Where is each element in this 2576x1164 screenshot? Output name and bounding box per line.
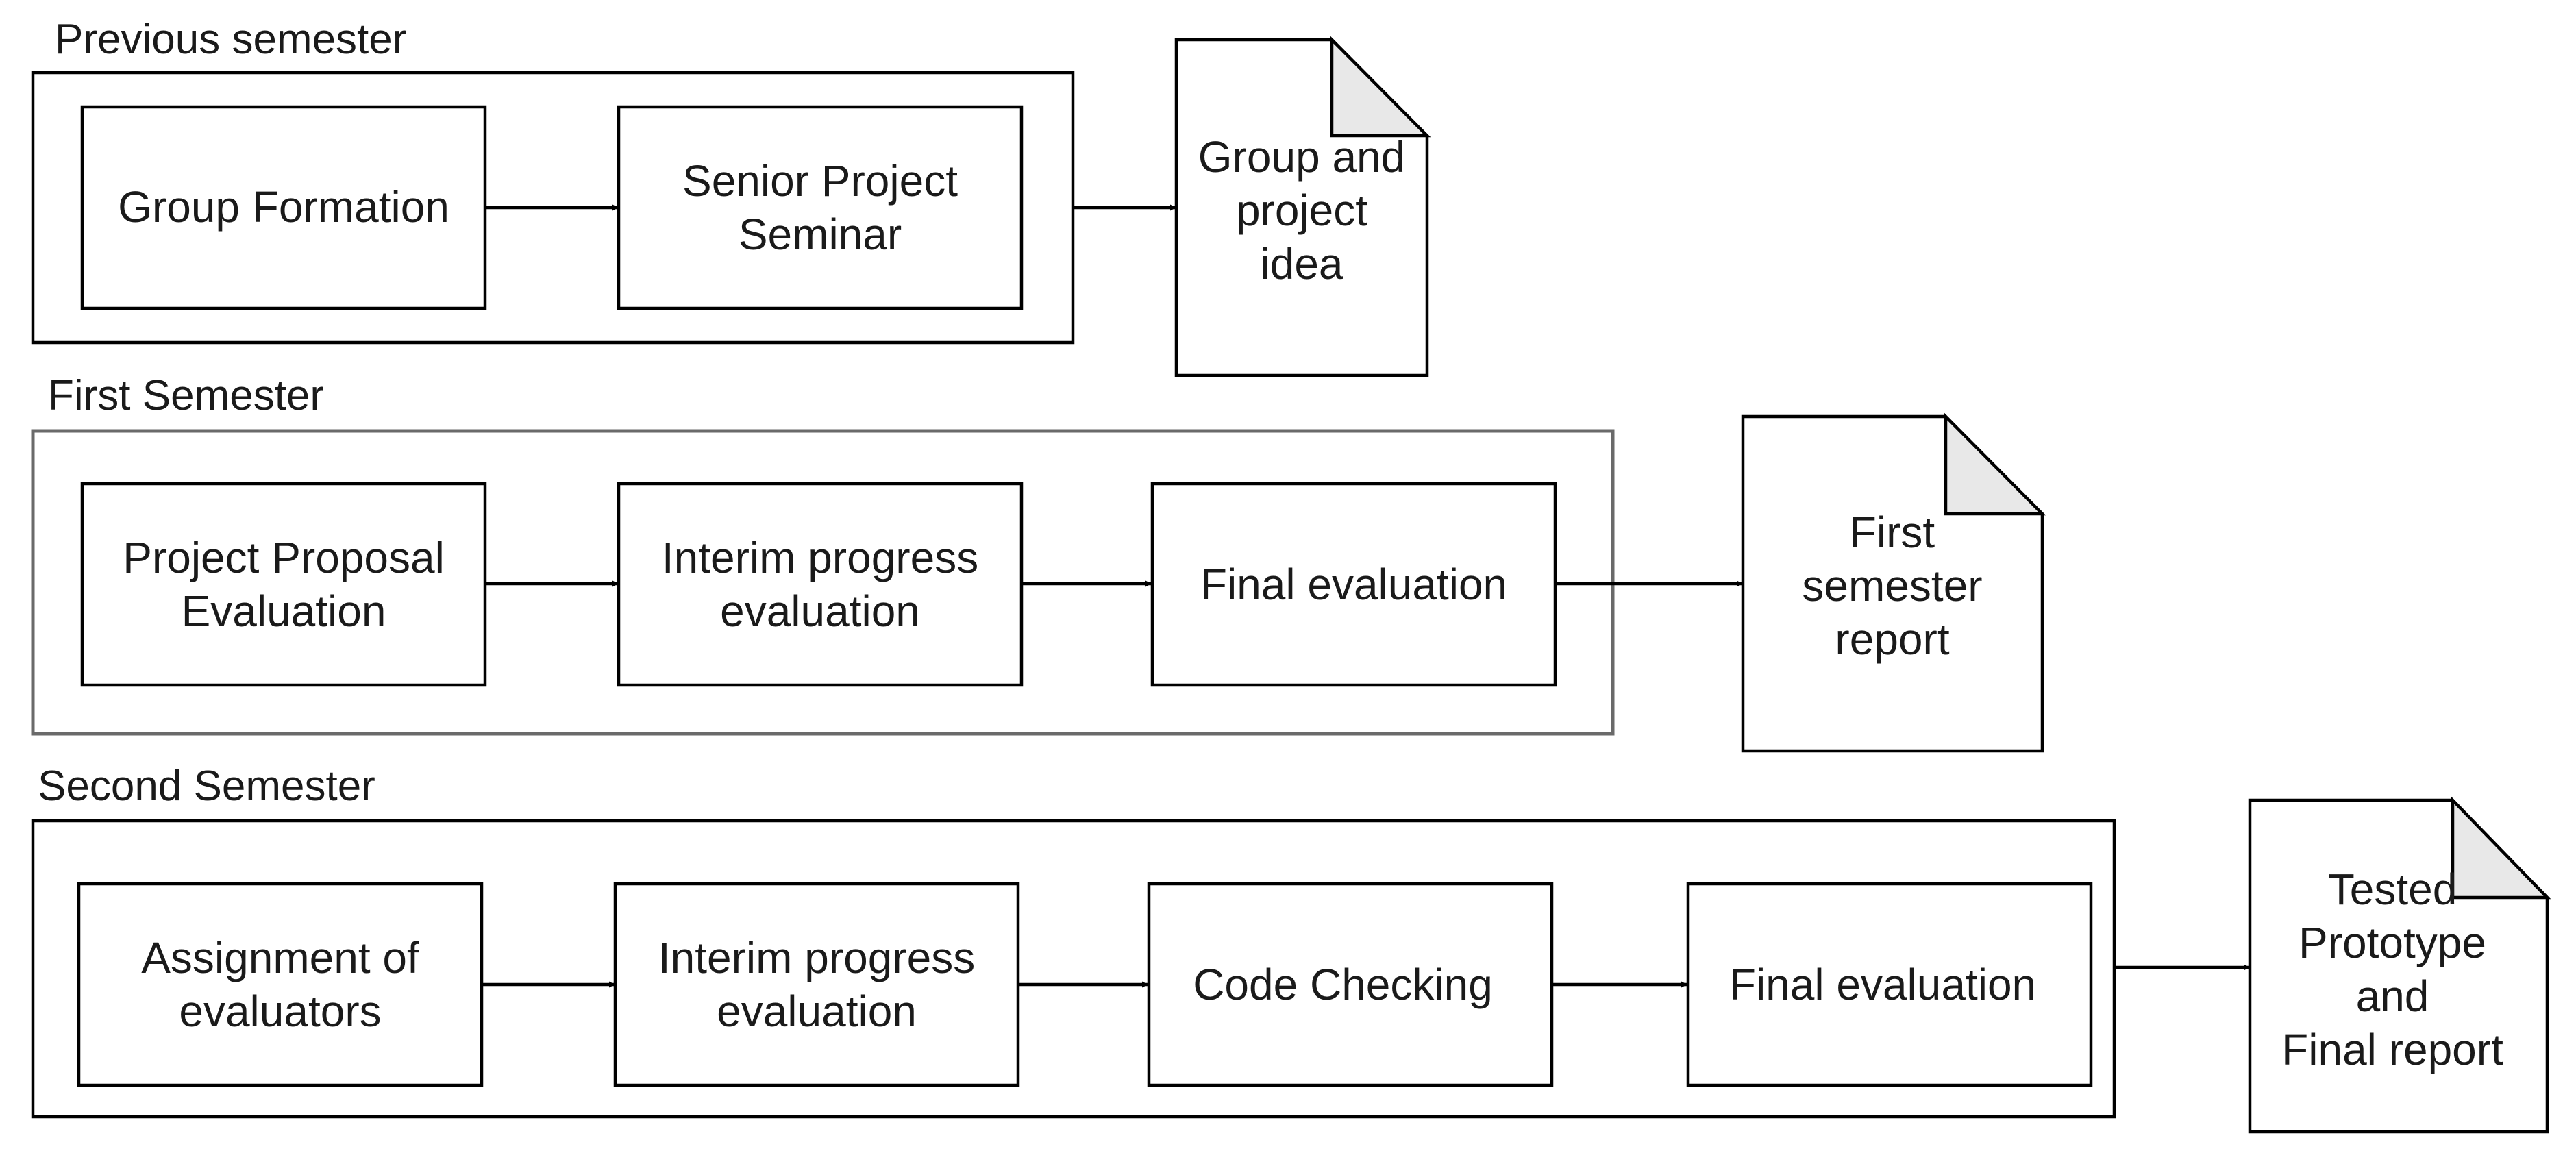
output-document-tested-prototype-and-final-report: Tested Prototype and Final report: [2248, 796, 2551, 1134]
section-previous-semester: Previous semester Group Formation Senior…: [31, 16, 1431, 377]
step-code-checking: Code Checking: [1147, 882, 1554, 1087]
step-label-line-2: Seminar: [739, 210, 902, 259]
section-title-second-semester: Second Semester: [38, 763, 375, 810]
output-label-line-1: Group and: [1198, 132, 1405, 182]
step-label-line-2: evaluation: [717, 987, 917, 1036]
page-fold-icon: [1330, 36, 1431, 138]
step-label-line-2: evaluators: [179, 987, 381, 1036]
section-second-semester: Second Semester Assignment of evaluators…: [31, 763, 2551, 1134]
page-fold-icon: [1944, 412, 2046, 516]
output-document-first-semester-report: First semester report: [1741, 412, 2046, 753]
output-label-line-3: report: [1835, 615, 1949, 664]
step-label-line-1: Interim progress: [658, 933, 975, 982]
step-senior-project-seminar: Senior Project Seminar: [617, 105, 1024, 310]
step-final-evaluation: Final evaluation: [1150, 482, 1557, 687]
step-label: Code Checking: [1193, 960, 1493, 1009]
step-interim-progress-evaluation: Interim progress evaluation: [613, 882, 1020, 1087]
step-label-line-2: Evaluation: [182, 586, 386, 636]
output-label-line-2: project: [1236, 186, 1367, 235]
step-project-proposal-evaluation: Project Proposal Evaluation: [80, 482, 487, 687]
step-label: Final evaluation: [1200, 560, 1507, 609]
step-label-line-2: evaluation: [720, 586, 920, 636]
output-label-line-2: Prototype: [2299, 918, 2486, 967]
output-document-group-and-project-idea: Group and project idea: [1174, 36, 1431, 377]
output-label-line-1: Tested: [2328, 865, 2457, 914]
step-label-line-1: Assignment of: [141, 933, 419, 982]
output-label-line-4: Final report: [2281, 1025, 2503, 1074]
step-assignment-of-evaluators: Assignment of evaluators: [77, 882, 484, 1087]
step-label-line-1: Project Proposal: [123, 533, 445, 582]
section-title-previous-semester: Previous semester: [55, 16, 406, 63]
output-label-line-1: First: [1850, 508, 1935, 557]
step-label-line-1: Senior Project: [682, 156, 958, 206]
step-final-evaluation: Final evaluation: [1686, 882, 2093, 1087]
section-first-semester: First Semester Project Proposal Evaluati…: [31, 372, 2046, 753]
step-label: Final evaluation: [1729, 960, 2036, 1009]
step-interim-progress-evaluation: Interim progress evaluation: [617, 482, 1024, 687]
page-fold-icon: [2451, 796, 2551, 900]
step-group-formation: Group Formation: [80, 105, 487, 310]
output-label-line-3: and: [2356, 971, 2429, 1021]
output-label-line-3: idea: [1261, 239, 1343, 288]
step-label: Group Formation: [118, 182, 449, 232]
section-title-first-semester: First Semester: [48, 372, 324, 419]
step-label-line-1: Interim progress: [662, 533, 978, 582]
output-label-line-2: semester: [1802, 561, 1982, 610]
